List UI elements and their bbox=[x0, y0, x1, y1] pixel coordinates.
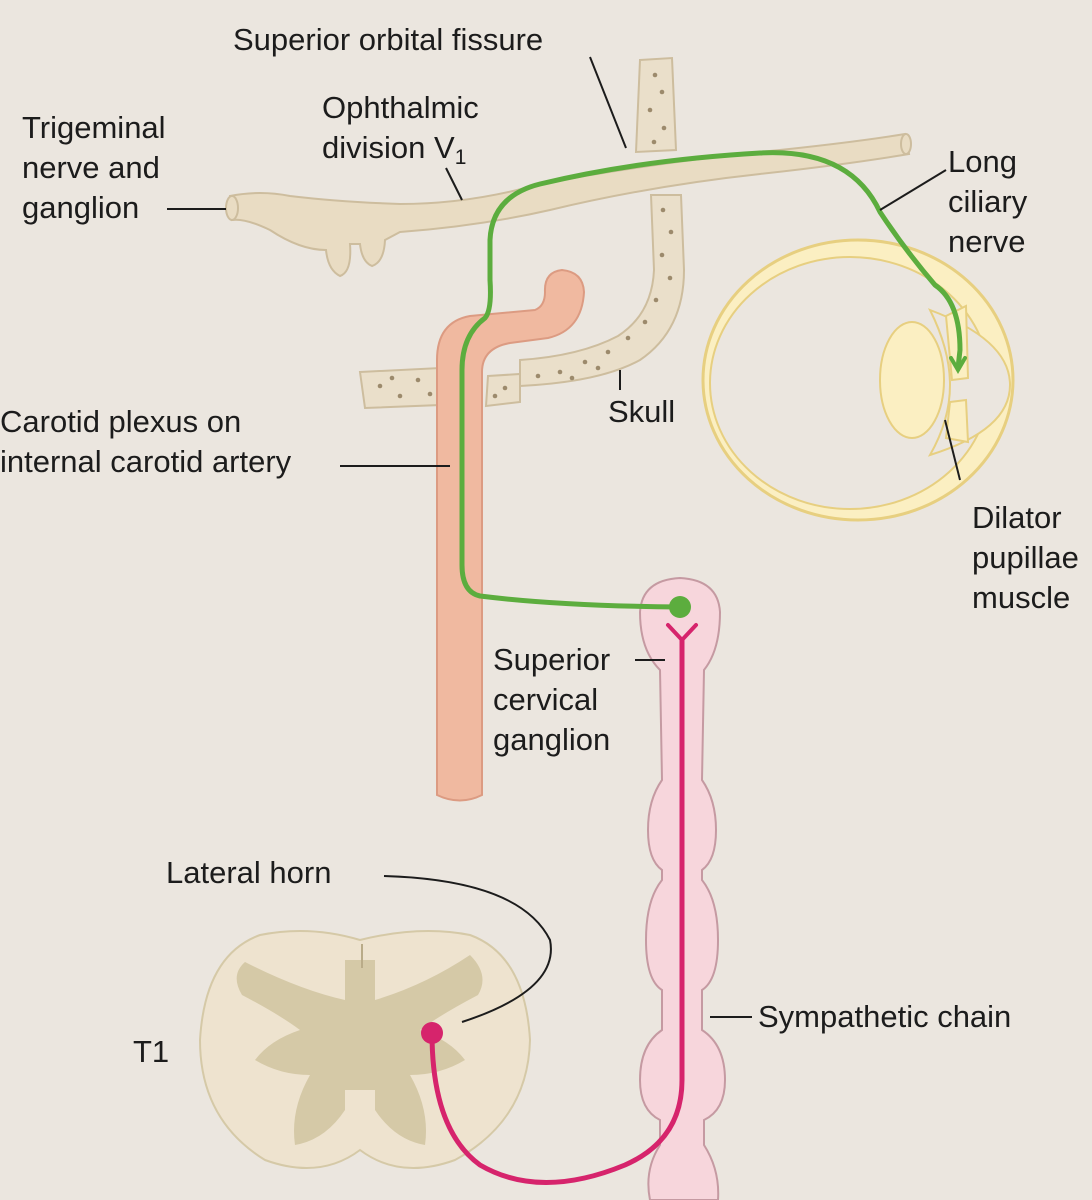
label-lateral-horn: Lateral horn bbox=[166, 855, 332, 890]
label-long-ciliary-line2: ciliary bbox=[948, 184, 1028, 219]
label-skull: Skull bbox=[608, 394, 676, 429]
label-sympathetic-chain: Sympathetic chain bbox=[758, 999, 1012, 1034]
label-superior-cervical-ganglion: Superior cervical ganglion bbox=[493, 640, 610, 760]
spinal-cord-t1 bbox=[198, 930, 532, 1169]
trigeminal-nerve bbox=[225, 132, 912, 278]
label-trigeminal-line1: Trigeminal bbox=[22, 110, 166, 145]
label-long-ciliary-line1: Long bbox=[948, 144, 1017, 179]
label-carotid-line1: Carotid plexus on bbox=[0, 404, 242, 439]
label-dilator-pupillae-muscle: Dilator pupillae muscle bbox=[972, 498, 1079, 618]
label-ophthalmic-division: Ophthalmic division V1 bbox=[322, 88, 479, 178]
label-superior-cervical-line3: ganglion bbox=[493, 722, 611, 757]
label-superior-cervical-line2: cervical bbox=[493, 682, 599, 717]
eyeball bbox=[701, 238, 1015, 522]
label-long-ciliary-line3: nerve bbox=[948, 224, 1026, 259]
label-superior-cervical-line1: Superior bbox=[493, 642, 611, 677]
label-trigeminal-line3: ganglion bbox=[22, 190, 140, 225]
label-trigeminal-nerve-and-ganglion: Trigeminal nerve and ganglion bbox=[22, 108, 166, 228]
preganglionic-fiber bbox=[421, 623, 698, 1185]
label-long-ciliary-nerve: Long ciliary nerve bbox=[948, 142, 1027, 262]
internal-carotid-artery bbox=[436, 268, 586, 802]
label-superior-orbital-fissure: Superior orbital fissure bbox=[233, 22, 544, 57]
label-ophthalmic-line2: division V1 bbox=[322, 128, 479, 178]
label-dilator-line1: Dilator bbox=[972, 500, 1062, 535]
label-ophthalmic-line2-text: division V bbox=[322, 130, 455, 165]
label-dilator-line3: muscle bbox=[972, 580, 1071, 615]
label-ophthalmic-line1: Ophthalmic bbox=[322, 90, 479, 125]
label-t1: T1 bbox=[133, 1034, 170, 1069]
label-dilator-line2: pupillae bbox=[972, 540, 1079, 575]
label-ophthalmic-subscript: 1 bbox=[454, 146, 467, 169]
label-carotid-line2: internal carotid artery bbox=[0, 444, 292, 479]
skull-bone bbox=[358, 56, 686, 410]
label-trigeminal-line2: nerve and bbox=[22, 150, 160, 185]
label-carotid-plexus: Carotid plexus on internal carotid arter… bbox=[0, 402, 291, 482]
postganglionic-fiber bbox=[459, 150, 967, 618]
leader-lines bbox=[167, 56, 961, 1023]
